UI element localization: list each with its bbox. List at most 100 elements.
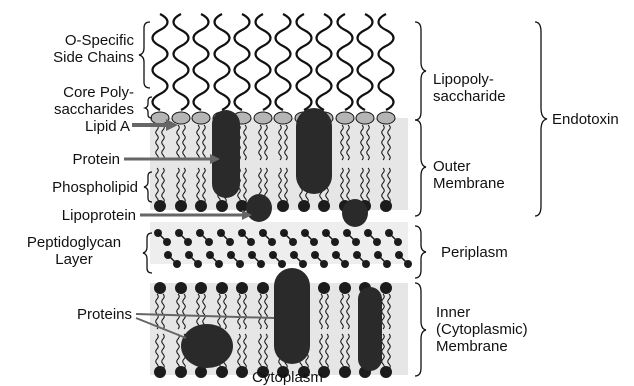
label-o-specific-line-1: O-Specific [18, 32, 134, 49]
brace-periplasm [415, 226, 426, 278]
om-inner-head-8 [318, 200, 330, 212]
pg-b-0-9 [352, 238, 360, 246]
pg-b-0-5 [268, 238, 276, 246]
im-lower-head-4 [236, 366, 248, 378]
o-chain-7 [297, 14, 312, 110]
label-core-poly-line-1: Core Poly- [14, 84, 134, 101]
label-lipopolysaccharide-line-2: saccharide [433, 88, 506, 105]
lps-head-1 [172, 112, 190, 124]
im-lower-head-3 [216, 366, 228, 378]
label-peptidoglycan: Peptidoglycan Layer [8, 234, 140, 268]
brace-o-specific [139, 22, 150, 88]
pg-b-0-6 [289, 238, 297, 246]
lipoprotein-right [342, 199, 368, 227]
outer-membrane-protein-left [212, 110, 240, 198]
pg-b-1-5 [278, 260, 286, 268]
label-outer-membrane-line-1: Outer [433, 158, 505, 175]
o-chain-1 [174, 14, 189, 110]
label-outer-membrane-line-2: Membrane [433, 175, 505, 192]
pg-b-1-2 [215, 260, 223, 268]
pg-b-0-10 [373, 238, 381, 246]
im-upper-head-0 [154, 282, 166, 294]
o-chain-10 [358, 14, 373, 110]
label-lipopolysaccharide: Lipopoly- saccharide [433, 71, 506, 105]
im-upper-head-5 [257, 282, 269, 294]
pg-b-1-4 [257, 260, 265, 268]
lipoprotein-left [246, 194, 272, 222]
lps-head-2 [192, 112, 210, 124]
brace-outer-membrane [415, 120, 426, 216]
pg-b-0-2 [205, 238, 213, 246]
label-inner-membrane-line-2: (Cytoplasmic) [436, 321, 528, 338]
label-inner-membrane-line-1: Inner [436, 304, 528, 321]
o-chain-0 [153, 14, 168, 110]
brace-inner-membrane [415, 283, 426, 376]
label-core-poly: Core Poly- saccharides [14, 84, 134, 118]
im-upper-head-2 [195, 282, 207, 294]
pg-b-0-8 [331, 238, 339, 246]
pg-b-1-10 [383, 260, 391, 268]
label-lipopolysaccharide-line-1: Lipopoly- [433, 71, 506, 88]
om-inner-head-0 [154, 200, 166, 212]
im-lower-head-9 [339, 366, 351, 378]
lps-head-9 [336, 112, 354, 124]
label-inner-membrane: Inner (Cytoplasmic) Membrane [436, 304, 528, 355]
pg-b-0-3 [226, 238, 234, 246]
label-cytoplasm: Cytoplasm [252, 369, 323, 386]
o-chain-2 [194, 14, 209, 110]
lps-head-6 [274, 112, 292, 124]
o-chain-5 [256, 14, 271, 110]
label-peptidoglycan-line-2: Layer [8, 251, 140, 268]
o-chain-4 [235, 14, 250, 110]
label-endotoxin: Endotoxin [552, 111, 619, 128]
pg-b-0-0 [163, 238, 171, 246]
im-upper-head-4 [236, 282, 248, 294]
label-lipid-a: Lipid A [20, 118, 130, 135]
label-inner-membrane-line-3: Membrane [436, 338, 528, 355]
im-lower-head-1 [175, 366, 187, 378]
label-proteins: Proteins [20, 306, 132, 323]
pg-b-0-11 [394, 238, 402, 246]
label-periplasm: Periplasm [441, 244, 508, 261]
om-inner-head-2 [195, 200, 207, 212]
im-upper-head-9 [339, 282, 351, 294]
brace-core-poly [145, 97, 152, 118]
im-lower-head-0 [154, 366, 166, 378]
pg-b-1-6 [299, 260, 307, 268]
pg-b-1-0 [173, 260, 181, 268]
label-core-poly-line-2: saccharides [14, 101, 134, 118]
lps-head-10 [356, 112, 374, 124]
outer-membrane-protein-center [296, 108, 332, 194]
im-upper-head-8 [318, 282, 330, 294]
im-upper-head-3 [216, 282, 228, 294]
im-upper-head-1 [175, 282, 187, 294]
label-o-specific-line-2: Side Chains [18, 49, 134, 66]
om-inner-head-1 [175, 200, 187, 212]
o-specific-side-chains [153, 14, 394, 110]
om-inner-head-11 [380, 200, 392, 212]
om-inner-head-6 [277, 200, 289, 212]
brace-lipopolysaccharide [415, 22, 426, 120]
o-chain-8 [317, 14, 332, 110]
inner-membrane-protein-center [274, 268, 310, 364]
pg-b-1-9 [362, 260, 370, 268]
label-outer-membrane: Outer Membrane [433, 158, 505, 192]
o-chain-6 [276, 14, 291, 110]
label-protein: Protein [14, 151, 120, 168]
inner-membrane-protein-right [358, 287, 382, 371]
pg-b-1-1 [194, 260, 202, 268]
om-inner-head-7 [298, 200, 310, 212]
label-o-specific: O-Specific Side Chains [18, 32, 134, 66]
pg-b-0-4 [247, 238, 255, 246]
pg-b-1-11 [404, 260, 412, 268]
o-chain-11 [379, 14, 394, 110]
brace-endotoxin [535, 22, 547, 216]
im-lower-head-11 [380, 366, 392, 378]
lps-head-5 [254, 112, 272, 124]
label-phospholipid: Phospholipid [10, 179, 138, 196]
om-inner-head-3 [216, 200, 228, 212]
pg-b-0-7 [310, 238, 318, 246]
pg-b-0-1 [184, 238, 192, 246]
o-chain-9 [338, 14, 353, 110]
